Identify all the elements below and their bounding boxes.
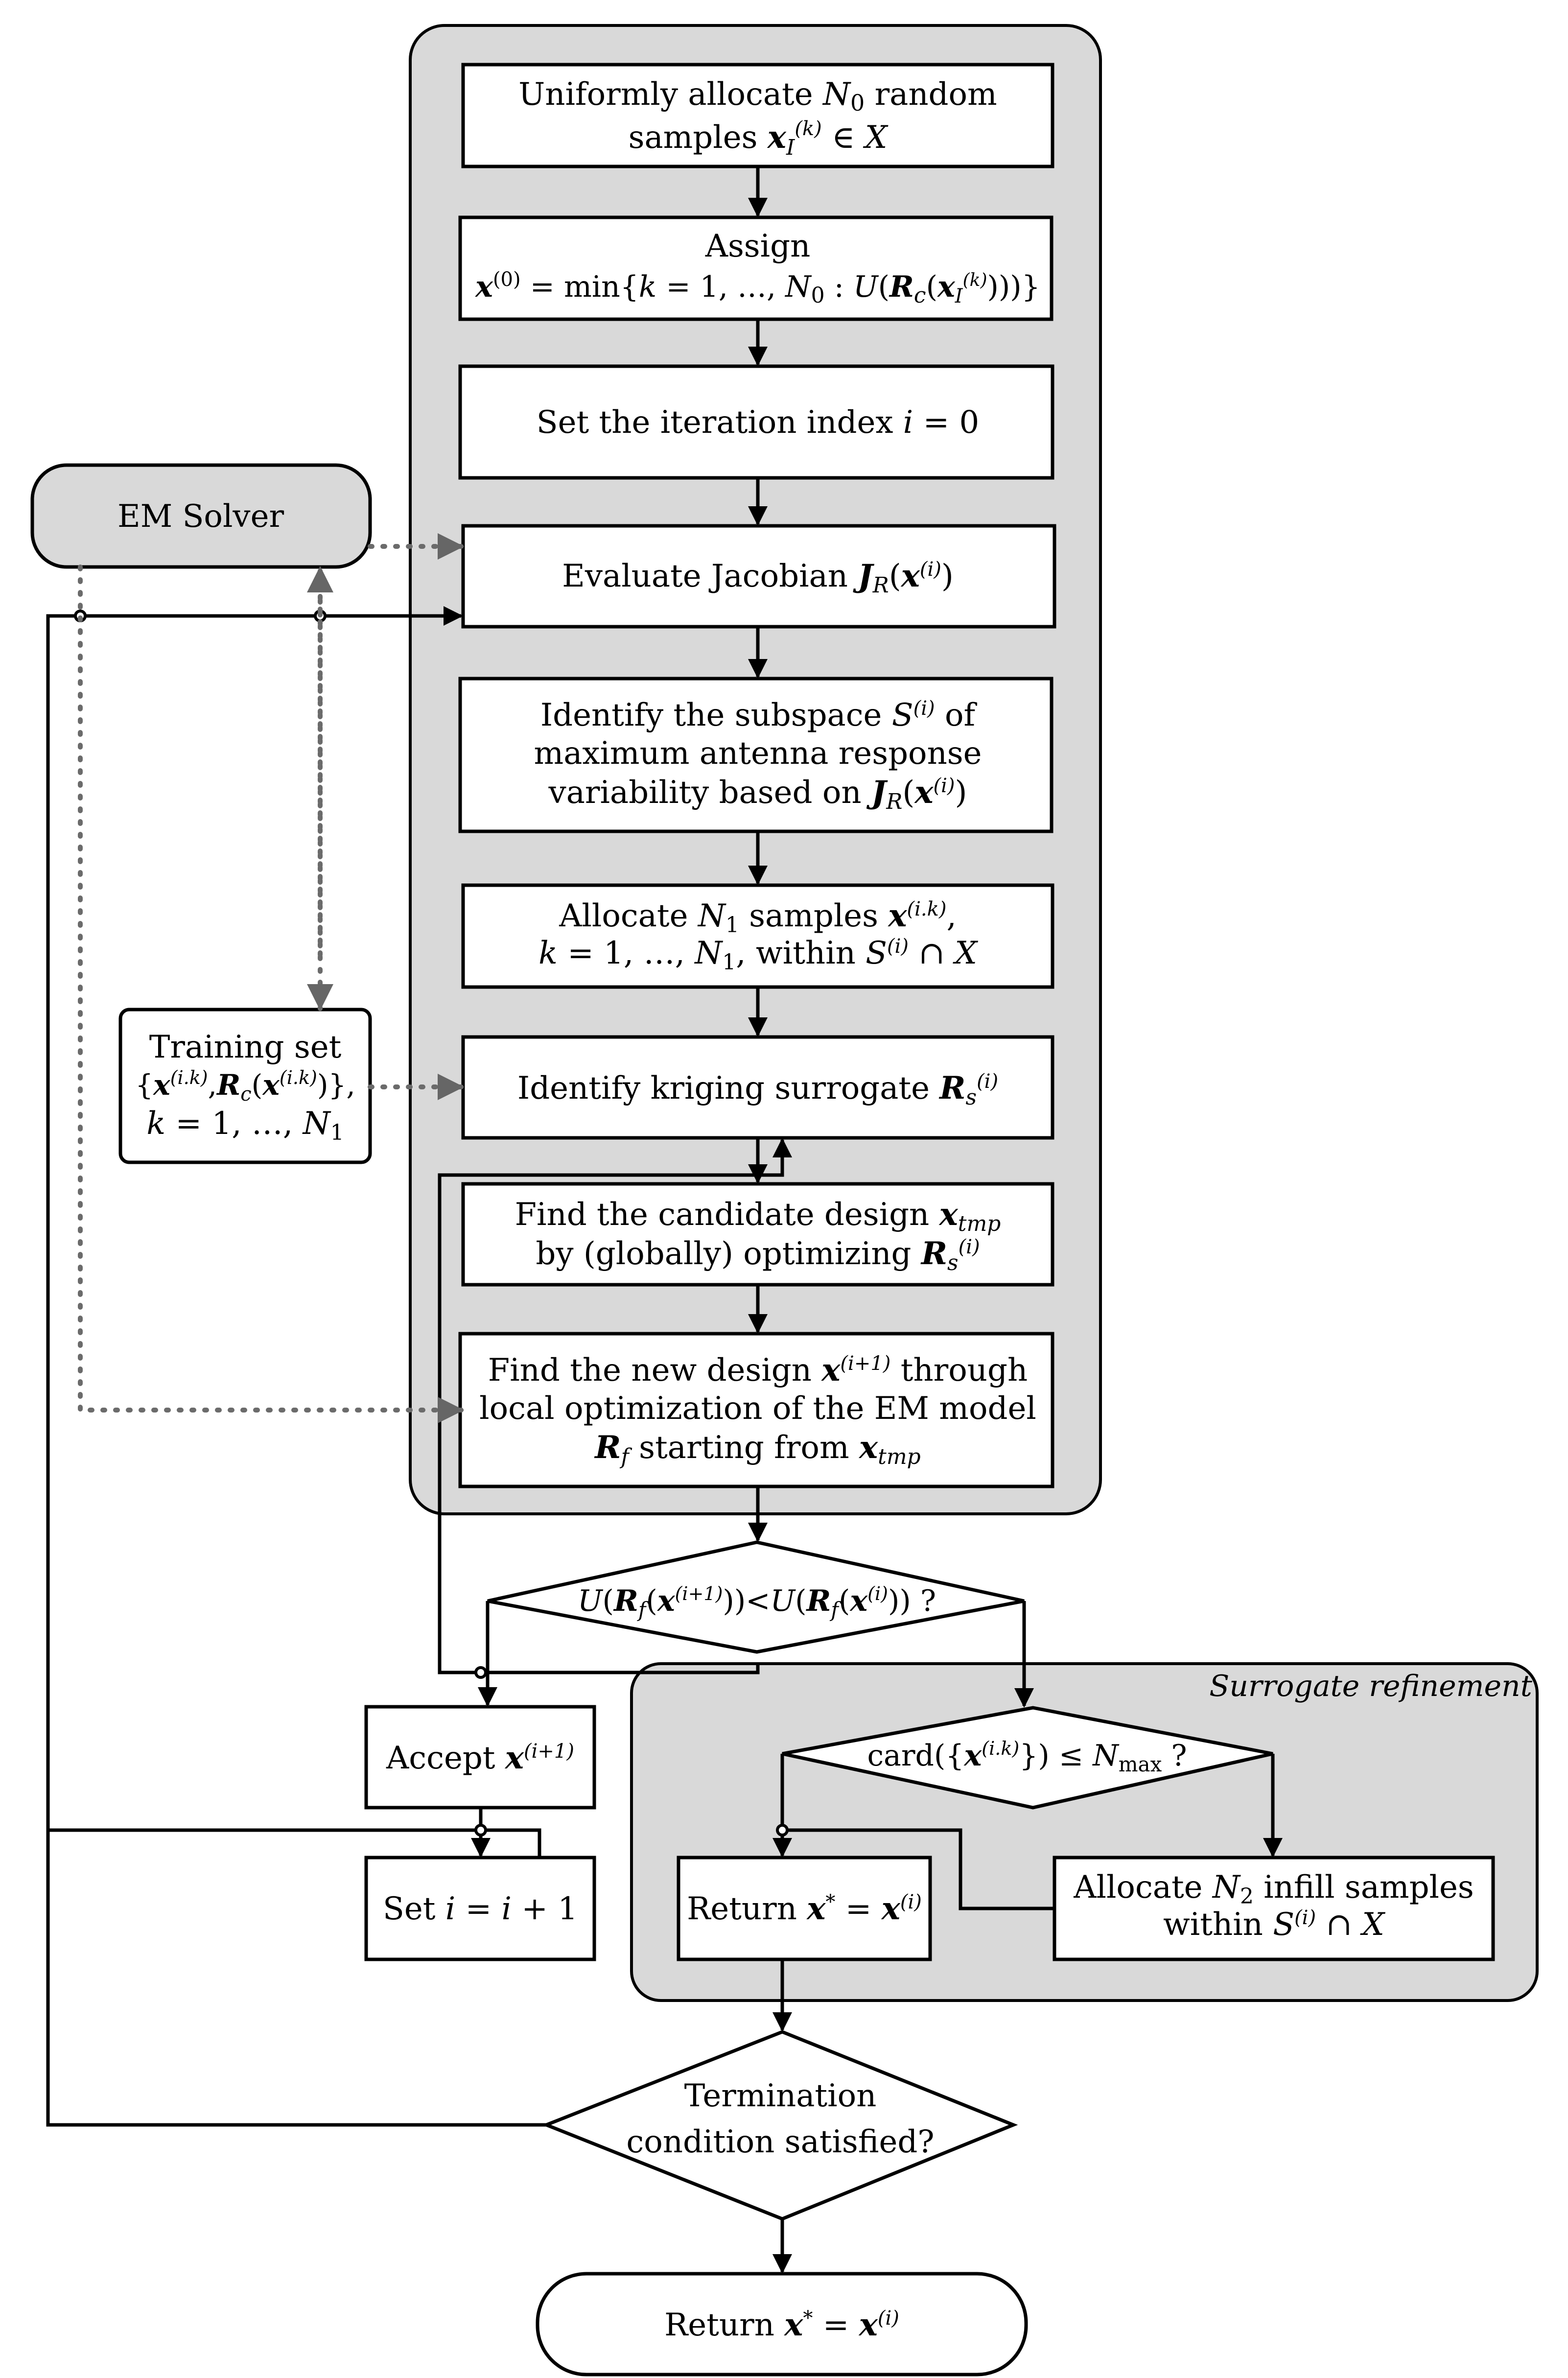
em-solver-box (30, 463, 372, 569)
training-set-line2: {x(i.k),Rc(x(i.k))}, (135, 1067, 355, 1106)
assign-x0-box (458, 215, 1053, 321)
dotted-connectors (78, 533, 465, 1423)
training-set-line1: Training set (149, 1029, 342, 1065)
identify-subspace-box (458, 677, 1053, 833)
find-candidate-line1: Find the candidate design xtmp (515, 1196, 1001, 1236)
set-iteration-box (458, 364, 1054, 480)
evaluate-jacobian-text: Evaluate Jacobian JR(x(i)) (562, 558, 954, 598)
return-final-text: Return x* = x(i) (664, 2307, 899, 2343)
termination-line2: condition satisfied? (626, 2124, 934, 2160)
find-candidate-box (461, 1182, 1054, 1287)
increment-box (364, 1856, 596, 1961)
find-new-design-line2: local optimization of the EM model (479, 1390, 1036, 1427)
decision-card-text: card({x(i.k)}) ≤ Nmax ? (867, 1738, 1187, 1776)
find-new-design-line1: Find the new design x(i+1) through (488, 1352, 1028, 1389)
allocate-n2-line1: Allocate N2 infill samples (1073, 1869, 1474, 1909)
find-new-design-line3: Rf starting from xtmp (594, 1429, 920, 1469)
assign-line2: x(0) = min{k = 1, …, N0 : U(Rc(xI(k))))} (474, 268, 1040, 308)
training-set-line3: k = 1, …, N1 (146, 1106, 344, 1145)
accept-box (364, 1705, 596, 1810)
increment-text: Set i = i + 1 (383, 1891, 578, 1927)
identify-kriging-text: Identify kriging surrogate Rs(i) (517, 1070, 998, 1110)
allocate-n0-line1: Uniformly allocate N0 random (518, 76, 997, 116)
allocate-n2-box (1053, 1856, 1495, 1961)
allocate-n1-box (461, 883, 1054, 989)
line-crossings (74, 610, 789, 1836)
allocate-n0-line2: samples xI(k) ∈ X (629, 118, 889, 160)
find-new-design-box (458, 1332, 1054, 1488)
em-solver-label: EM Solver (117, 498, 284, 535)
allocate-n2-line2: within S(i) ∩ X (1163, 1907, 1385, 1943)
set-iteration-text: Set the iteration index i = 0 (537, 404, 980, 441)
identify-subspace-line2: maximum antenna response (534, 735, 982, 772)
diagram-labels: Uniformly allocate N0 random samples xI(… (117, 76, 1533, 2343)
return-inner-text: Return x* = x(i) (687, 1890, 922, 1927)
return-inner-box (677, 1856, 932, 1961)
identify-subspace-line3: variability based on JR(x(i)) (548, 774, 967, 814)
solid-connectors (46, 166, 1283, 2274)
assign-line1: Assign (705, 228, 811, 264)
find-candidate-line2: by (globally) optimizing Rs(i) (536, 1235, 980, 1275)
termination-line1: Termination (684, 2078, 877, 2114)
allocate-n1-line2: k = 1, …, N1, within S(i) ∩ X (538, 935, 978, 975)
decision-improve-text: U(Rf(x(i+1)))<U(Rf(x(i))) ? (578, 1583, 936, 1622)
termination-diamond (541, 2030, 1018, 2221)
accept-text: Accept x(i+1) (386, 1740, 574, 1776)
surrogate-refinement-label: Surrogate refinement (1209, 1669, 1533, 1703)
return-final-box (536, 2272, 1028, 2377)
identify-subspace-line1: Identify the subspace S(i) of (540, 697, 978, 733)
identify-kriging-box (461, 1035, 1054, 1140)
allocate-n1-line1: Allocate N1 samples x(i.k), (559, 897, 957, 938)
